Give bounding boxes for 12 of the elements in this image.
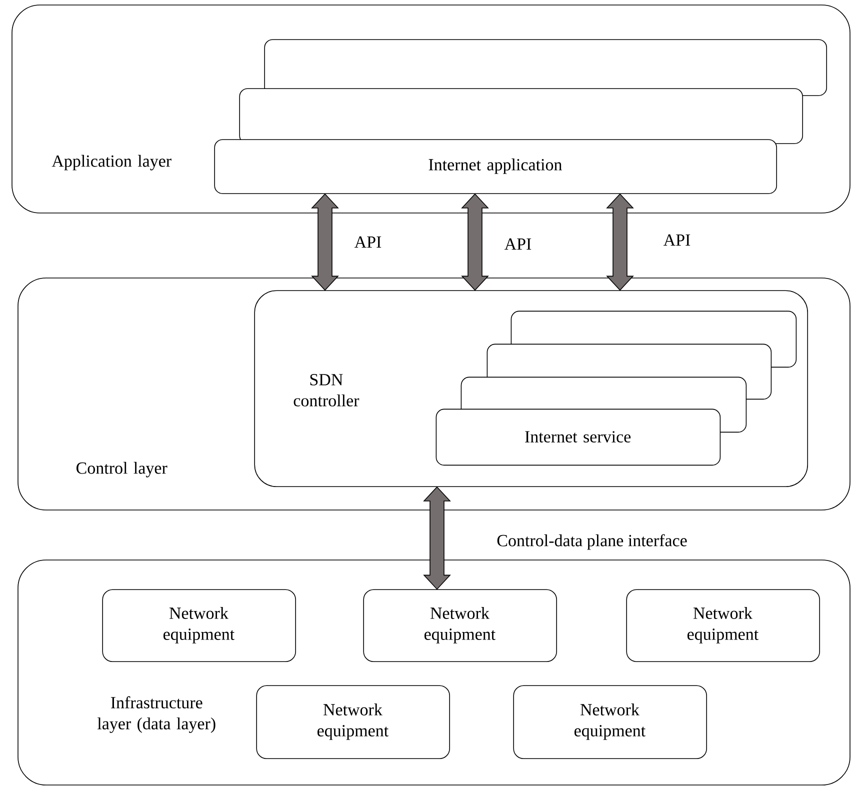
equipment-box: Network equipment (256, 685, 450, 759)
stacked-box (239, 88, 803, 144)
edge-label: API (504, 238, 532, 250)
edge-label: API (354, 236, 382, 248)
service-box: Internet service (436, 408, 721, 466)
equipment-box: Network equipment (102, 589, 296, 662)
equipment-box: Network equipment (513, 685, 707, 759)
edge-label: Control-data plane interface (497, 534, 687, 550)
equipment-box: Network equipment (363, 589, 557, 662)
application-box: Internet application (214, 139, 777, 194)
edge-label: API (663, 234, 690, 246)
equipment-box: Network equipment (626, 589, 820, 662)
